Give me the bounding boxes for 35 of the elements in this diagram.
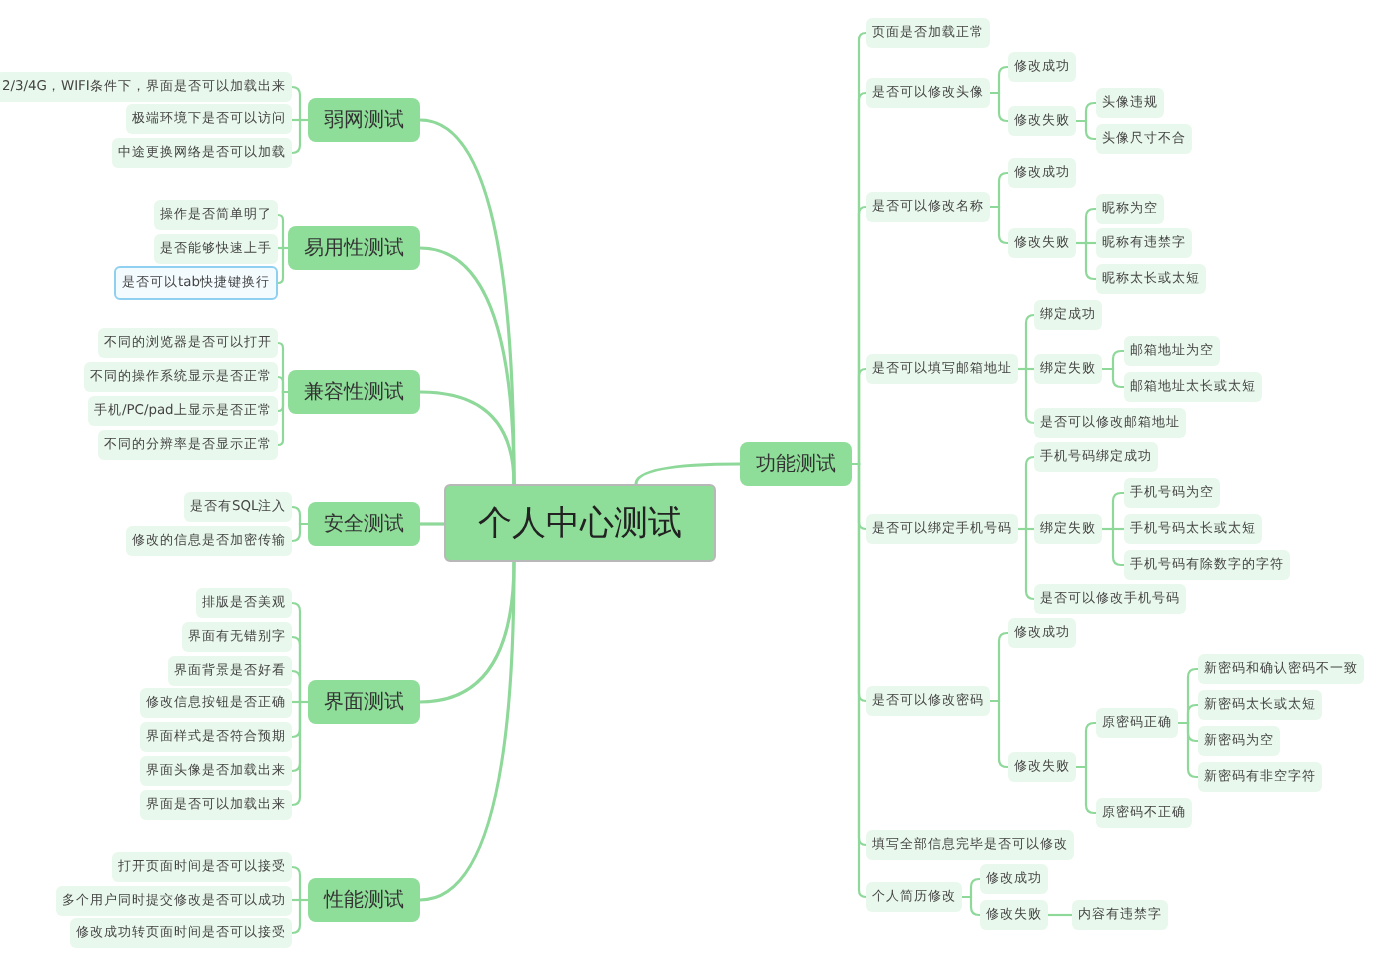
branch-topic-box: 功能测试 xyxy=(740,442,852,486)
central-topic-box: 个人中心测试 xyxy=(444,483,716,561)
connector-line xyxy=(276,375,288,394)
connector-line xyxy=(419,561,516,902)
connector-line xyxy=(290,898,308,935)
connector-line xyxy=(276,390,288,447)
connector-line xyxy=(1102,367,1124,389)
connector-line xyxy=(852,367,868,466)
connector-line xyxy=(962,895,981,917)
branch-topic-box: 兼容性测试 xyxy=(288,370,420,414)
connector-line xyxy=(290,522,308,543)
connector-line xyxy=(1076,765,1096,815)
connector-line xyxy=(990,91,1009,123)
connector-line xyxy=(1018,367,1036,425)
branch-topic-box: 安全测试 xyxy=(308,502,420,546)
connector-line xyxy=(1102,527,1124,567)
connector-line xyxy=(1076,119,1096,141)
connector-line xyxy=(1178,721,1198,779)
connector-line xyxy=(420,522,444,526)
connector-line xyxy=(990,699,1009,769)
connector-line xyxy=(990,205,1009,245)
connector-line xyxy=(634,462,740,485)
branch-topic-box: 易用性测试 xyxy=(288,226,420,270)
connector-line xyxy=(290,118,308,155)
connector-line xyxy=(1018,527,1036,601)
branch-topic-box: 界面测试 xyxy=(308,680,420,724)
branch-topic-box: 性能测试 xyxy=(308,878,420,922)
connector-line xyxy=(419,390,516,485)
connector-line xyxy=(419,246,516,485)
connector-line xyxy=(1076,241,1096,281)
connector-line xyxy=(290,700,308,807)
connector-line xyxy=(276,246,288,285)
connector-line xyxy=(276,213,288,250)
branch-topic-box: 弱网测试 xyxy=(308,98,420,142)
connector-line xyxy=(1048,913,1072,917)
